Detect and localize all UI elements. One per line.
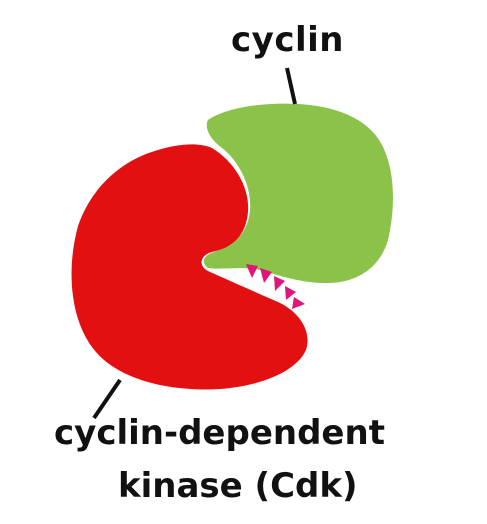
active-site-mark — [285, 286, 296, 300]
cdk-label-line-2: kinase (Cdk) — [118, 466, 358, 506]
active-site-mark — [246, 264, 258, 278]
cyclin-shape — [203, 103, 393, 284]
cdk-label-line-1: cyclin-dependent — [54, 413, 385, 453]
cdk-shape — [71, 144, 308, 390]
active-site-mark — [292, 297, 305, 309]
cyclin-leader-line — [285, 67, 297, 105]
cdk-leader-line — [92, 378, 122, 420]
active-site-mark — [274, 276, 285, 291]
active-site-mark — [260, 268, 272, 283]
active-site-marks — [246, 264, 305, 309]
cyclin-label: cyclin — [231, 20, 344, 60]
